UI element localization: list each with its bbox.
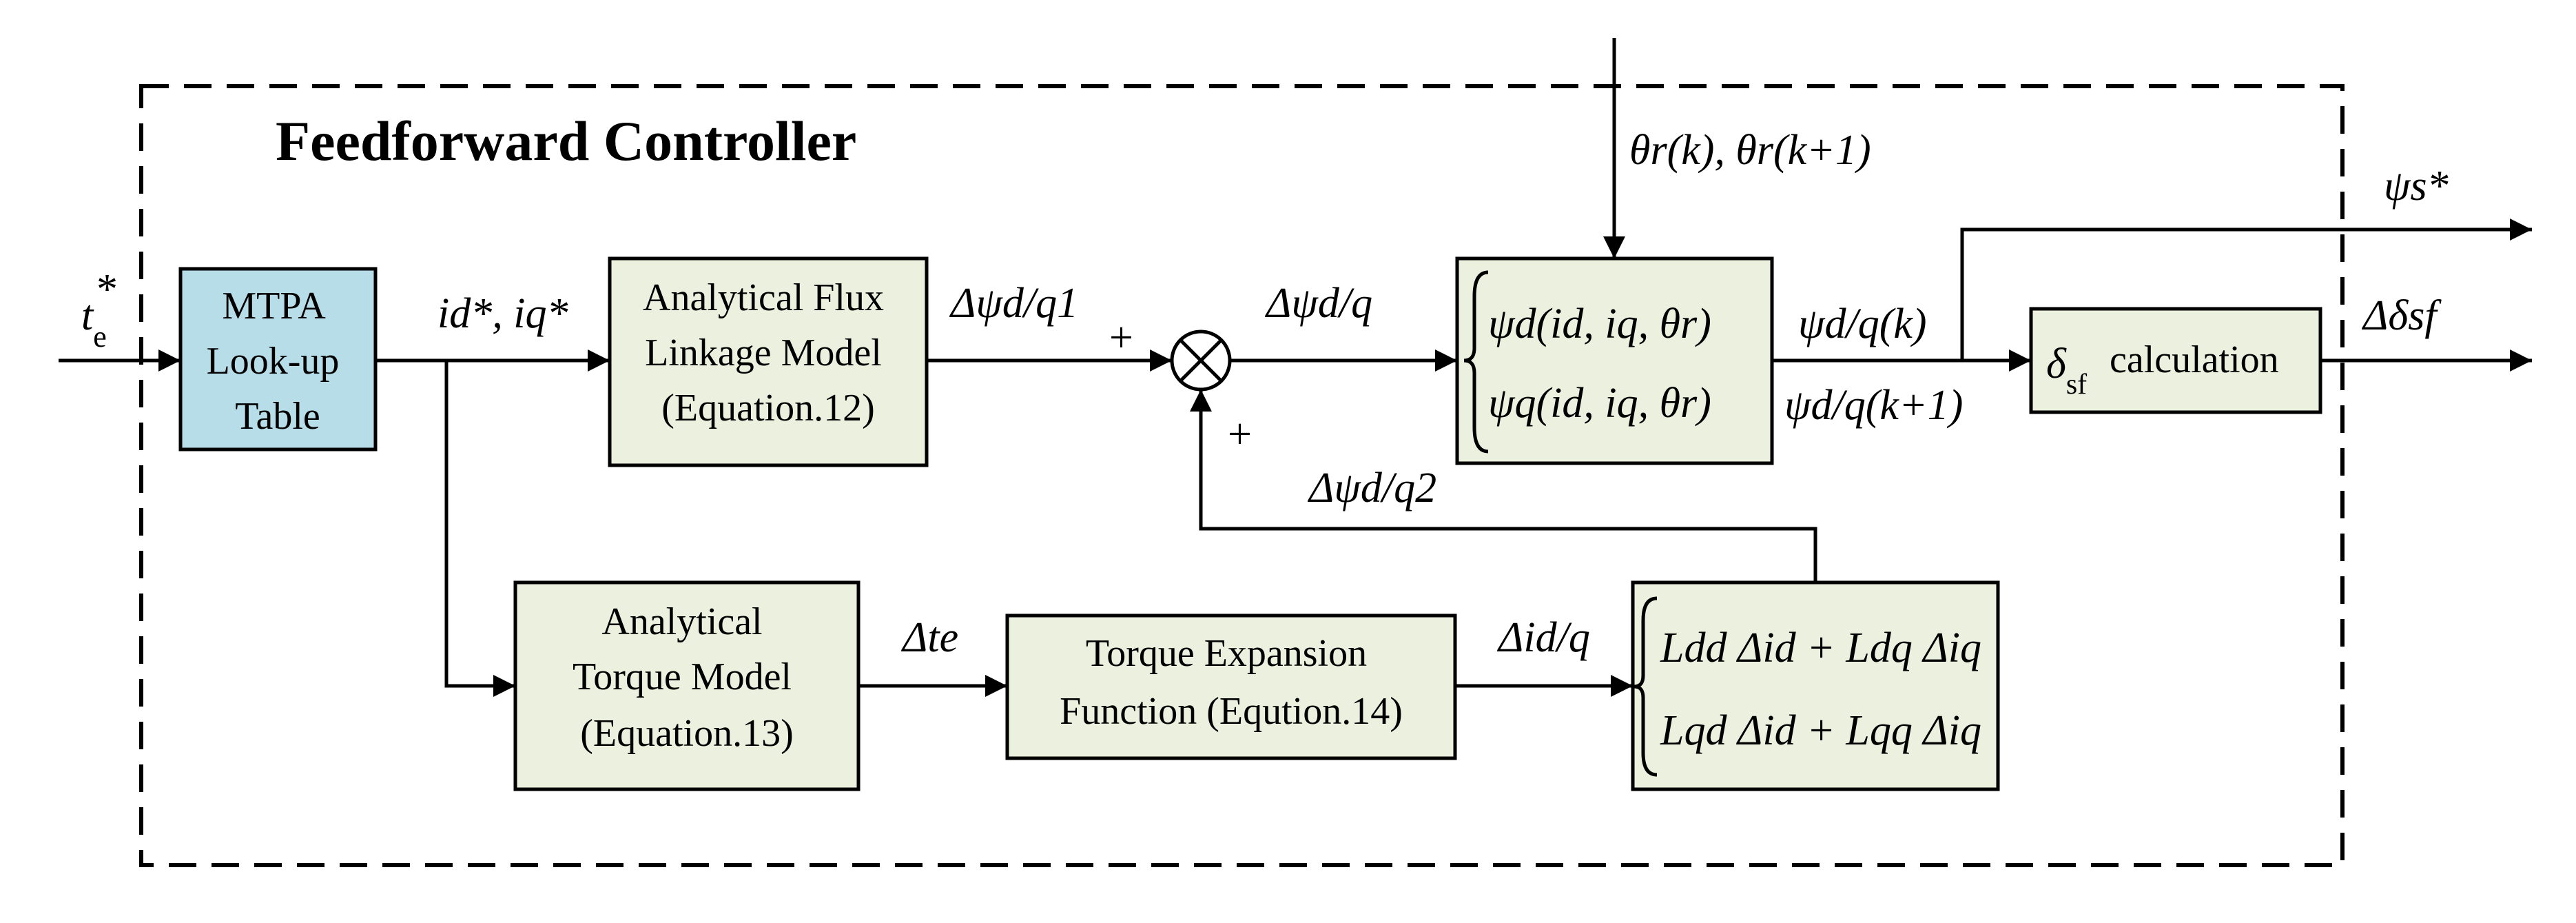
inductance-eq-1: Ldd Δid + Ldq Δiq bbox=[1660, 625, 1981, 671]
dpsi2-label: Δψd/q2 bbox=[1307, 465, 1436, 511]
dpsi-label: Δψd/q bbox=[1264, 280, 1372, 327]
inductance-block bbox=[1631, 580, 2000, 791]
id-iq-star-label: id*, iq* bbox=[437, 290, 568, 337]
inductance-eq-2: Lqd Δid + Lqq Δiq bbox=[1660, 707, 1981, 754]
flux-model-label: Analytical Flux Linkage Model (Equation.… bbox=[643, 276, 894, 429]
delta-calculation-label: calculation bbox=[2110, 338, 2279, 381]
flux-function-brace bbox=[1463, 270, 1489, 454]
feedback-line bbox=[1190, 389, 1817, 582]
plus-sign-1: + bbox=[1109, 314, 1133, 361]
inductance-brace bbox=[1634, 596, 1658, 777]
ddelta-label: Δδsf bbox=[2361, 292, 2442, 339]
did-label: Δid/q bbox=[1496, 614, 1590, 661]
summing-cross-2 bbox=[1179, 338, 1223, 383]
te-star-label: te bbox=[81, 292, 107, 354]
controller-title: Feedforward Controller bbox=[276, 110, 856, 172]
psi-s-label: ψs* bbox=[2384, 163, 2449, 210]
dpsi1-label: Δψd/q1 bbox=[949, 280, 1078, 327]
branch-to-torque-line bbox=[444, 361, 515, 697]
dte-label: Δte bbox=[900, 614, 958, 661]
plus-sign-2: + bbox=[1228, 411, 1252, 458]
mtpa-label: MTPA Look-up Table bbox=[207, 285, 349, 438]
controller-boundary bbox=[139, 84, 2345, 867]
flux-function-block bbox=[1455, 256, 1774, 465]
psi-k1-label: ψd/q(k+1) bbox=[1784, 382, 1963, 429]
psi-s-output-line bbox=[1960, 219, 2532, 361]
flux-function-eq-q: ψq(id, iq, θr) bbox=[1488, 380, 1711, 427]
theta-label: θr(k), θr(k+1) bbox=[1629, 127, 1871, 174]
te-star-sup: * bbox=[96, 266, 118, 313]
psi-k-label: ψd/q(k) bbox=[1798, 301, 1927, 347]
torque-expansion-label: Torque Expansion Function (Eqution.14) bbox=[1060, 632, 1403, 733]
flux-function-eq-d: ψd(id, iq, θr) bbox=[1488, 301, 1711, 347]
torque-model-label: Analytical Torque Model (Equation.13) bbox=[573, 600, 801, 755]
